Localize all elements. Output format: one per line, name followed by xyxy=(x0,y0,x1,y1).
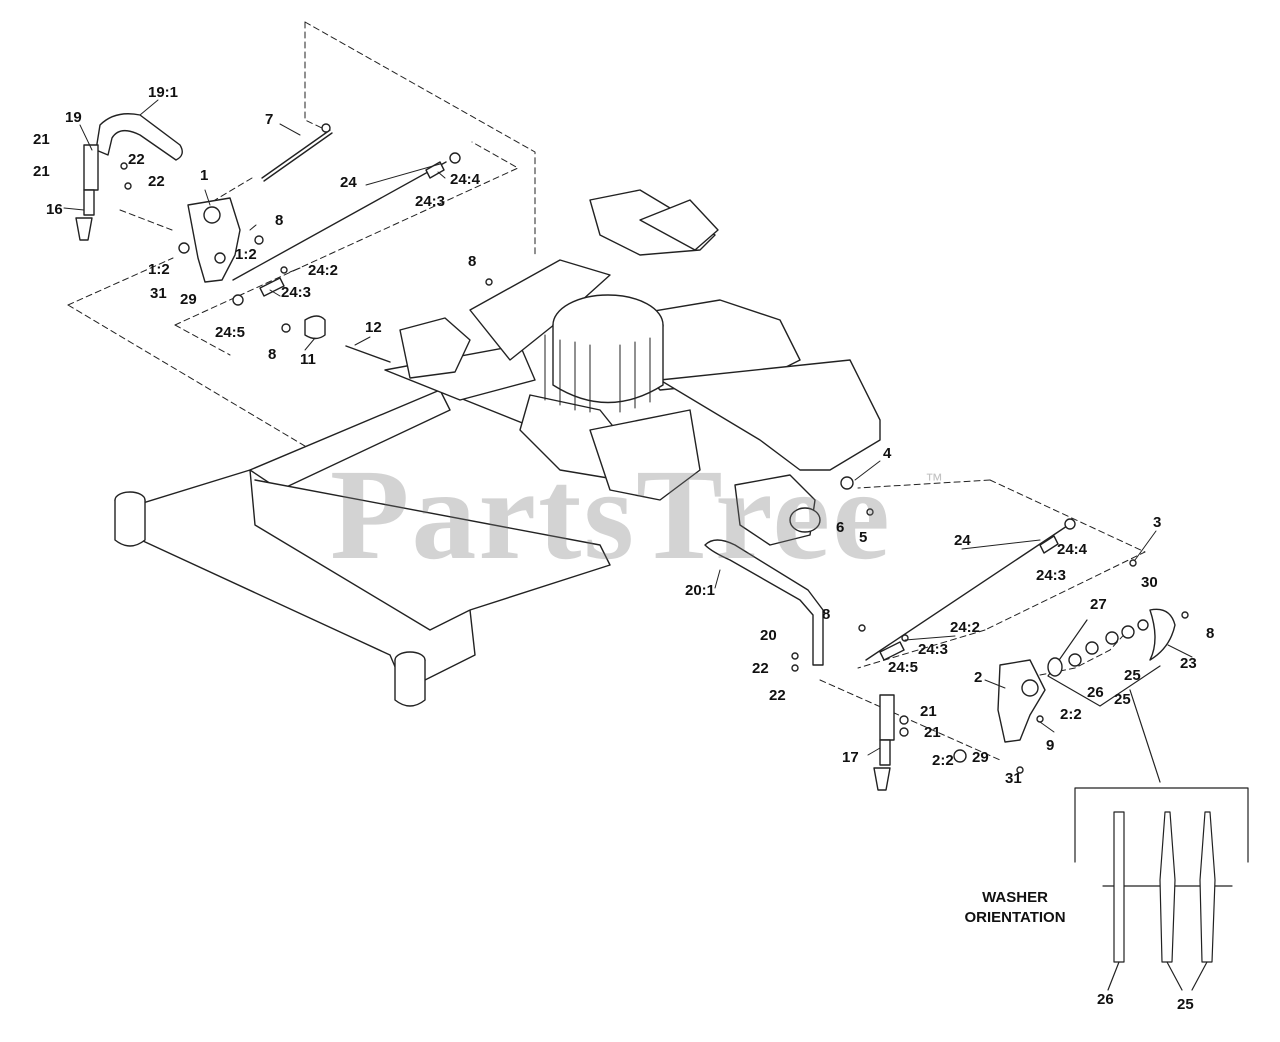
part-callout: 19:1 xyxy=(148,84,179,101)
left-control-rods xyxy=(232,123,461,363)
part-callout: 25 xyxy=(1124,667,1141,684)
part-callout: 21 xyxy=(33,163,50,180)
part-callout: 29 xyxy=(180,291,197,308)
part-callout: 1:2 xyxy=(235,246,257,263)
part-callout: 24:3 xyxy=(1036,567,1067,584)
part-callout: 3 xyxy=(1153,514,1162,531)
part-callout: 16 xyxy=(46,201,63,218)
part-callout: 24:4 xyxy=(1057,541,1088,558)
part-callout: 1:2 xyxy=(148,261,170,278)
part-callout: 29 xyxy=(972,749,989,766)
part-callout: 24:3 xyxy=(281,284,312,301)
hydraulic-pump xyxy=(734,474,854,546)
washer-orientation-bracket xyxy=(1047,619,1249,991)
part-callout: 24:3 xyxy=(415,193,446,210)
part-callout: 2 xyxy=(974,669,983,686)
part-callout: 1 xyxy=(200,167,209,184)
washer-orientation-caption: WASHER ORIENTATION xyxy=(935,888,1095,929)
part-callout: 21 xyxy=(920,703,937,720)
tube-mounts xyxy=(114,491,426,707)
part-callout: 24:3 xyxy=(918,641,949,658)
caption-line-2: ORIENTATION xyxy=(964,909,1066,927)
part-callout: 7 xyxy=(265,111,274,128)
right-pivot-bracket xyxy=(858,608,1189,774)
part-callout: 23 xyxy=(1180,655,1197,672)
part-callout: 27 xyxy=(1090,596,1107,613)
part-callout: 24 xyxy=(340,174,357,191)
engine xyxy=(544,294,664,413)
part-callout: 24:5 xyxy=(215,324,246,341)
part-callout: 25 xyxy=(1114,691,1131,708)
part-callout: 24:2 xyxy=(308,262,339,279)
part-callout: 20 xyxy=(760,627,777,644)
part-callout: 22 xyxy=(752,660,769,677)
part-callout: 2:2 xyxy=(932,752,954,769)
part-callout: 26 xyxy=(1087,684,1104,701)
part-callout: 31 xyxy=(150,285,167,302)
right-control-rods xyxy=(865,508,1137,661)
part-callout: 22 xyxy=(128,151,145,168)
leader-lines xyxy=(63,99,1193,756)
part-callout: 11 xyxy=(300,351,316,368)
main-frame xyxy=(119,189,881,691)
part-callout: 19 xyxy=(65,109,82,126)
part-callout: 12 xyxy=(365,319,382,336)
part-callout: 2:2 xyxy=(1060,706,1082,723)
part-callout: 24:2 xyxy=(950,619,981,636)
part-callout: 5 xyxy=(859,529,868,546)
part-callout: 9 xyxy=(1046,737,1055,754)
partstree-watermark: PartsTree xyxy=(330,443,892,587)
dashed-reference-lines xyxy=(67,21,1146,761)
part-callout: 31 xyxy=(1005,770,1022,787)
caption-line-1: WASHER xyxy=(982,889,1048,906)
part-callout: 24 xyxy=(954,532,971,549)
part-callout: 8 xyxy=(468,253,477,270)
left-steering-arm xyxy=(75,113,183,241)
part-callout: 21 xyxy=(33,131,50,148)
part-callout: 30 xyxy=(1141,574,1158,591)
part-callout: 24:5 xyxy=(888,659,919,676)
part-callout: 21 xyxy=(924,724,941,741)
washer-flat-label: 26 xyxy=(1097,991,1114,1008)
part-callout: 8 xyxy=(268,346,277,363)
part-callout: 22 xyxy=(148,173,165,190)
part-callout: 6 xyxy=(836,519,845,536)
part-callout: 8 xyxy=(1206,625,1215,642)
part-callout: 20:1 xyxy=(685,582,716,599)
trademark-symbol: ™ xyxy=(925,470,943,490)
part-callout: 24:4 xyxy=(450,171,481,188)
part-callout: 4 xyxy=(883,445,892,462)
left-pivot-bracket xyxy=(178,197,493,340)
part-callout: 22 xyxy=(769,687,786,704)
right-steering-arm xyxy=(704,539,909,791)
part-callout: 17 xyxy=(842,749,859,766)
part-callout: 8 xyxy=(822,606,831,623)
washer-curved-label: 25 xyxy=(1177,996,1194,1013)
part-callout: 8 xyxy=(275,212,284,229)
